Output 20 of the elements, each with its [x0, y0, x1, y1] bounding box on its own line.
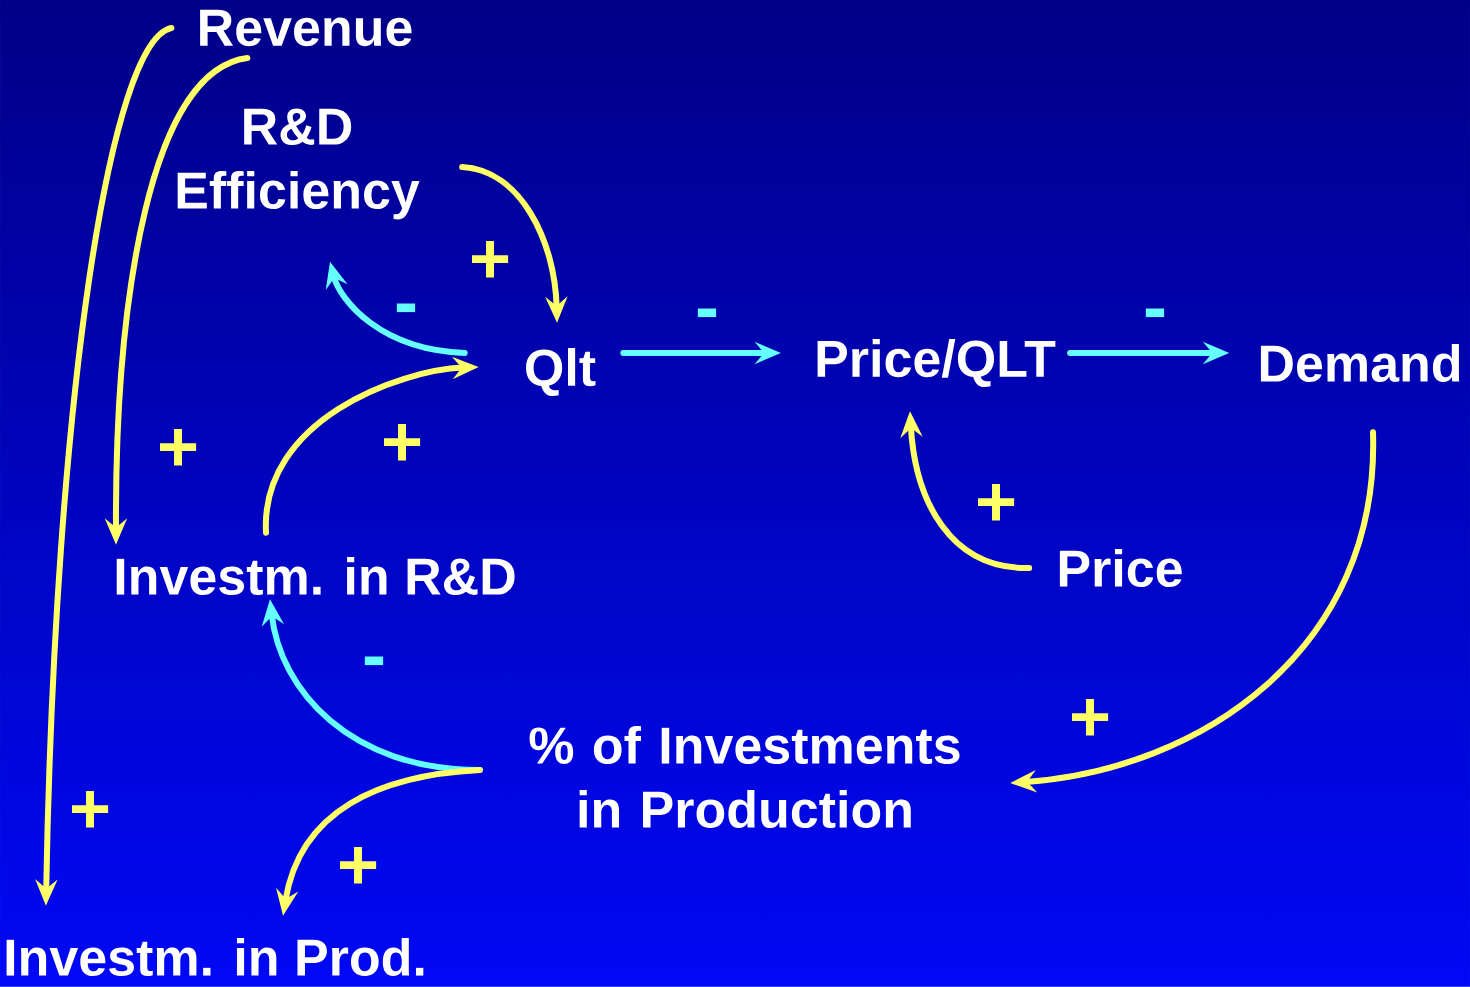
polarity-label: + — [384, 423, 421, 461]
node-label: Price — [1059, 548, 1182, 588]
node-label: Qlt — [526, 348, 596, 396]
node-label: Revenue — [200, 9, 412, 47]
node-label: Investm. in Prod. — [6, 937, 424, 977]
polarity-label: - — [396, 303, 416, 313]
polarity-label: + — [1072, 698, 1109, 736]
polarity-label: - — [364, 656, 384, 666]
polarity-label: + — [472, 240, 509, 278]
node-label: Price/QLT — [817, 339, 1056, 387]
polarity-label: - — [1145, 308, 1165, 318]
polarity-label: + — [978, 483, 1015, 521]
polarity-label: + — [72, 790, 109, 828]
node-label: Demand — [1260, 343, 1460, 383]
node-label: Investm. in R&D — [116, 556, 515, 596]
node-label: % of Investments in Production — [529, 725, 960, 829]
node-label: R&D Efficiency — [177, 108, 420, 220]
polarity-label: + — [160, 428, 197, 466]
polarity-label: - — [697, 308, 717, 318]
polarity-label: + — [340, 846, 377, 884]
